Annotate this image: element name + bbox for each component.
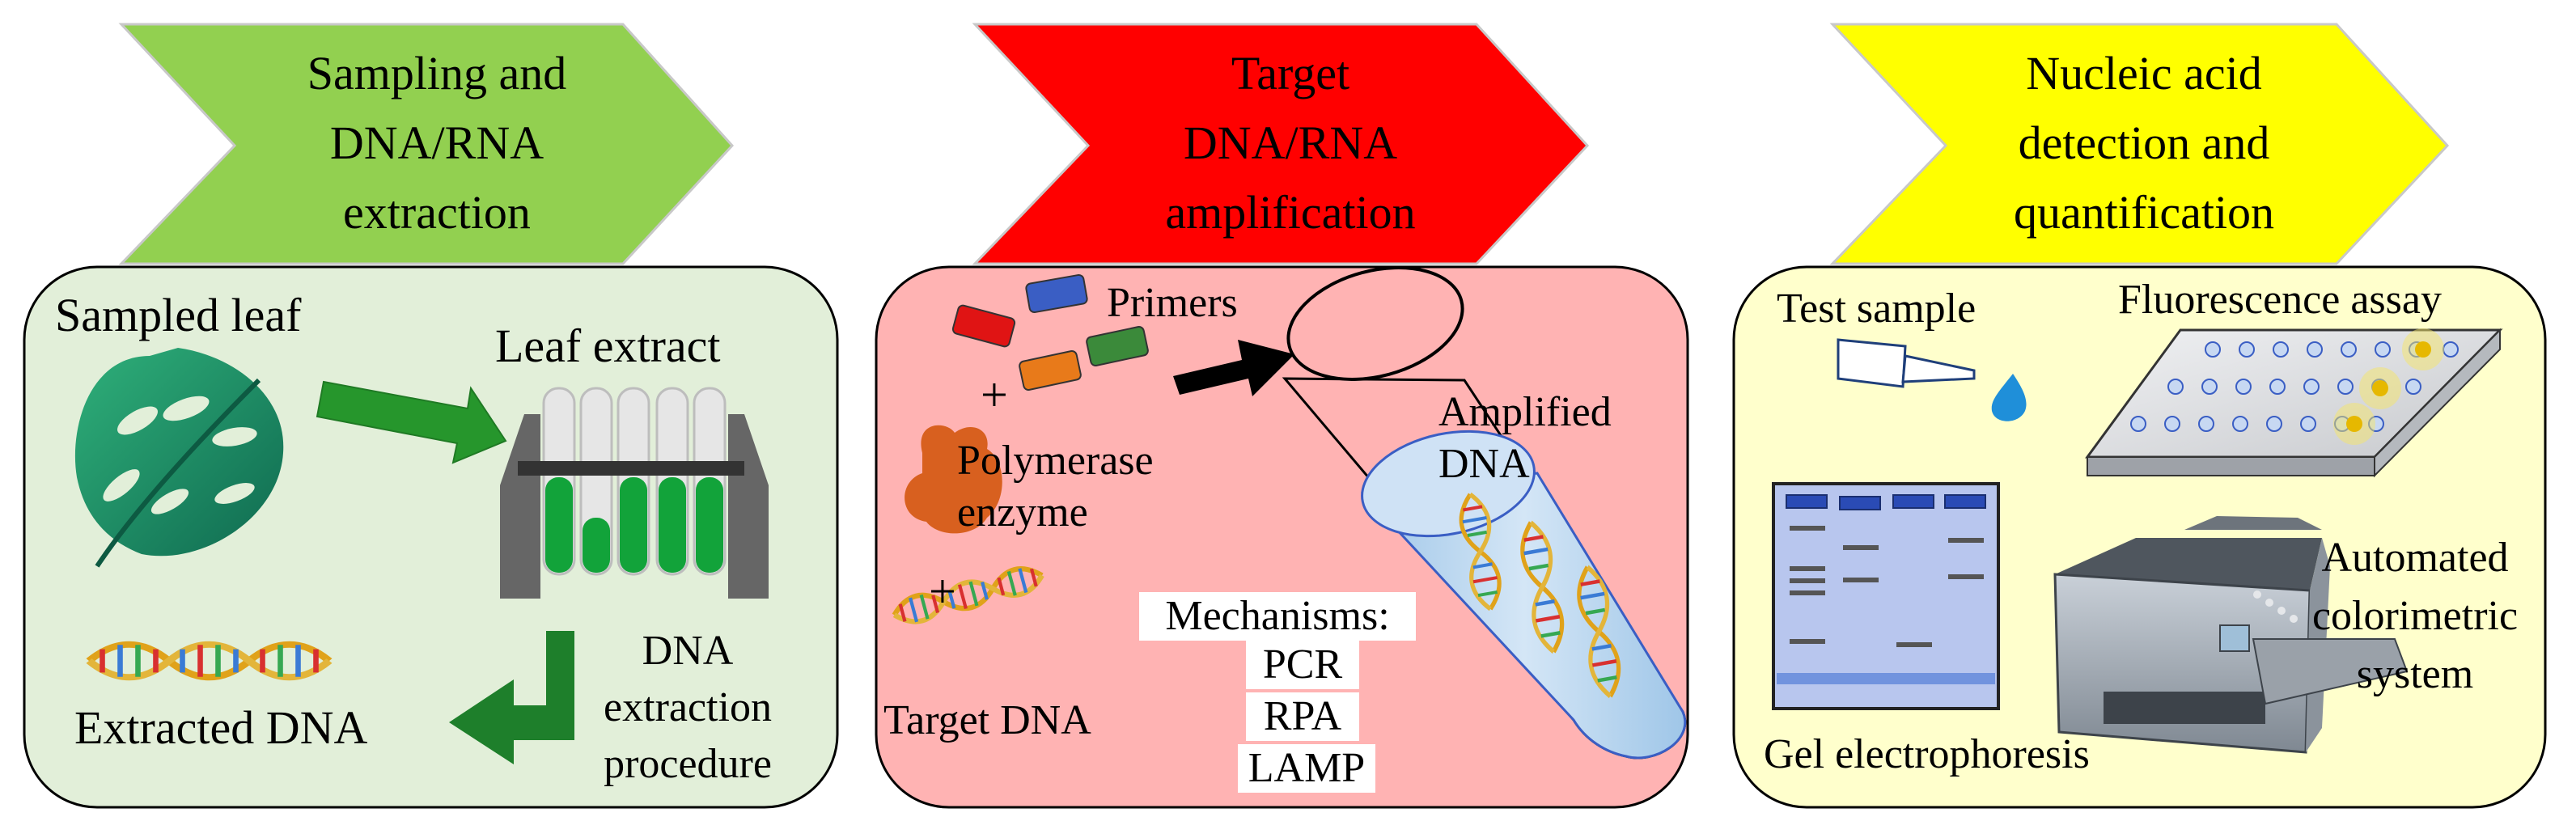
polymerase-blob-icon [905,425,1002,534]
well [2205,341,2221,358]
well [2239,341,2255,358]
stage-2-chevron [972,23,1590,265]
well [2307,341,2323,358]
arrow-down-left-icon [449,631,574,764]
test-sample-label: Test sample [1777,286,1976,332]
stage-1-title: Sampling and DNA/RNA extraction [235,39,639,248]
well [2337,379,2354,395]
amplified-dna-label: Amplified DNA [1438,387,1612,490]
automated-colorimetric-label: Automated colorimetric system [2298,529,2532,704]
stage-3-chevron [1829,23,2450,265]
arrow-right-icon [316,380,507,464]
well [2130,416,2146,432]
leaf-extract-label: Leaf extract [495,320,721,372]
gel-icon [1772,482,2000,710]
mechanisms-box: Mechanisms: [1139,592,1416,641]
pipette-icon [1837,338,1976,388]
test-tube-rack-icon [500,387,769,599]
black-arrow-icon [1173,340,1294,396]
amplified-dna-line-1: Amplified [1438,389,1612,435]
stage-1-title-line-3: extraction [343,186,531,239]
stage-3-title-line-1: Nucleic acid [2026,47,2262,99]
extraction-procedure-line-3: procedure [604,741,772,787]
amplified-dna-line-2: DNA [1438,441,1530,487]
polymerase-label: Polymerase enzyme [957,435,1154,539]
polymerase-line-2: enzyme [957,489,1088,535]
stage-2-title-line-2: DNA/RNA [1183,116,1398,169]
automated-line-2: colorimetric [2311,593,2519,639]
well [2269,379,2286,395]
plus-sign-1: + [981,368,1008,421]
well [2273,341,2289,358]
target-dna-label: Target DNA [883,697,1091,743]
fluorescent-wells [2333,328,2444,445]
mechanisms-title: Mechanisms: [1165,593,1390,639]
primers-label: Primers [1107,280,1238,326]
primer-blocks-icon [951,273,1149,391]
extraction-procedure-line-1: DNA [642,628,734,674]
extraction-procedure-label: DNA extraction procedure [583,623,793,793]
stage-2-title-line-1: Target [1231,47,1350,99]
well [2341,341,2357,358]
stage-1-chevron [118,23,735,265]
well [2167,379,2184,395]
stage-1 [23,23,839,809]
automated-line-3: system [2356,651,2474,697]
mechanism-pcr: PCR [1246,641,1359,689]
well [2235,379,2252,395]
well [2375,341,2391,358]
reaction-tube-icon [1282,266,1686,760]
sampled-leaf-label: Sampled leaf [55,289,302,341]
well [2164,416,2180,432]
stage-2-title-line-3: amplification [1165,186,1416,239]
well [2300,416,2316,432]
printer-icon [2053,516,2409,754]
well-plate-icon [2085,328,2503,478]
stage-3 [1732,23,2547,809]
stage-3-title: Nucleic acid detection and quantificatio… [1942,39,2346,248]
extracted-dna-label: Extracted DNA [74,701,368,754]
automated-line-1: Automated [2321,535,2509,581]
well [2232,416,2248,432]
stage-2-title: Target DNA/RNA amplification [1088,39,1493,248]
stage-2-panel [875,265,1689,809]
leaf-icon [74,348,284,568]
well [2443,341,2459,358]
well [2405,379,2421,395]
well [2303,379,2320,395]
fluorescence-assay-label: Fluorescence assay [2118,277,2442,323]
stage-3-title-line-3: quantification [2013,186,2275,239]
droplet-icon [1991,374,2027,421]
stage-1-title-line-1: Sampling and [307,47,567,99]
extraction-procedure-line-2: extraction [604,684,772,730]
polymerase-line-1: Polymerase [957,438,1154,484]
stage-2 [875,23,1689,809]
well [2198,416,2214,432]
plus-sign-2: + [929,565,956,618]
mechanism-lamp: LAMP [1238,744,1375,793]
mechanism-rpa: RPA [1246,692,1359,741]
stage-1-title-line-2: DNA/RNA [329,116,544,169]
well [2201,379,2218,395]
gel-electrophoresis-label: Gel electrophoresis [1764,731,2090,777]
well [2266,416,2282,432]
stage-3-title-line-2: detection and [2018,116,2270,169]
